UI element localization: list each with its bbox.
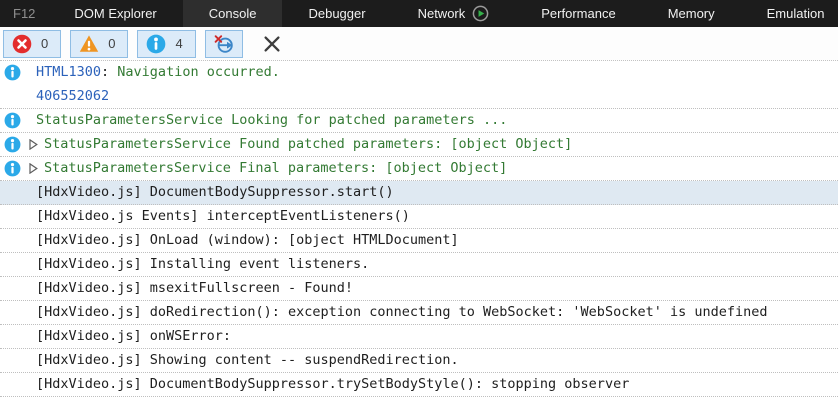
tab-network[interactable]: Network [392,0,516,27]
message-count: 0 [41,36,49,51]
console-message[interactable]: [HdxVideo.js] OnLoad (window): [object H… [0,229,838,253]
tab-label: Performance [541,6,616,21]
message-text: [HdxVideo.js] onWSError: [36,328,232,344]
clear-on-navigate-icon [214,34,234,54]
console-message[interactable]: [HdxVideo.js] Installing event listeners… [0,253,838,277]
console-message[interactable]: [HdxVideo.js Events] interceptEventListe… [0,205,838,229]
tab-debugger[interactable]: Debugger [282,0,391,27]
tab-memory[interactable]: Memory [642,0,741,27]
info-icon [4,160,21,177]
console-message[interactable]: StatusParametersService Found patched pa… [0,133,838,157]
filter-errors-button[interactable]: 0 [3,29,62,58]
tab-emulation[interactable]: Emulation [741,0,838,27]
tab-performance[interactable]: Performance [515,0,641,27]
tab-label: Memory [667,6,715,21]
error-icon [12,34,32,54]
filter-warnings-button[interactable]: 0 [70,29,129,58]
message-text: Navigation occurred. [117,64,280,80]
message-text: [HdxVideo.js] doRedirection(): exception… [36,304,768,320]
message-text: [HdxVideo.js Events] interceptEventListe… [36,208,410,224]
console-message[interactable]: 406552062 [0,85,838,109]
message-text: [HdxVideo.js] DocumentBodySuppressor.sta… [36,184,394,200]
clear-on-navigate-button[interactable] [204,29,243,58]
tab-console[interactable]: Console [182,0,283,27]
console-message[interactable]: StatusParametersService Looking for patc… [0,109,838,133]
info-icon [4,64,21,81]
message-text: [HdxVideo.js] DocumentBodySuppressor.try… [36,376,630,392]
tab-label: Console [208,6,257,21]
tab-dom-explorer[interactable]: DOM Explorer [48,0,182,27]
message-text: StatusParametersService Looking for patc… [36,112,508,128]
info-icon [4,112,21,129]
message-text: [HdxVideo.js] Showing content -- suspend… [36,352,459,368]
message-text: HTML1300 [36,64,102,80]
message-count: 0 [108,36,116,51]
console-message[interactable]: HTML1300: Navigation occurred. [0,61,838,85]
message-text: [HdxVideo.js] msexitFullscreen - Found! [36,280,353,296]
console-message[interactable]: [HdxVideo.js] onWSError: [0,325,838,349]
message-text: 406552062 [36,88,110,104]
message-text: : [101,64,118,80]
tab-label: DOM Explorer [74,6,157,21]
console-message[interactable]: [HdxVideo.js] Showing content -- suspend… [0,349,838,373]
message-text: StatusParametersService Found patched pa… [44,136,573,152]
info-icon [4,136,21,153]
tab-f12[interactable]: F12 [0,0,48,27]
tab-label: Debugger [308,6,366,21]
message-text: [HdxVideo.js] OnLoad (window): [object H… [36,232,459,248]
console-toolbar: 0 0 4 [0,27,838,61]
console-message[interactable]: [HdxVideo.js] doRedirection(): exception… [0,301,838,325]
info-icon [146,34,166,54]
clear-console-button[interactable] [255,30,289,58]
console-message[interactable]: [HdxVideo.js] DocumentBodySuppressor.try… [0,373,838,397]
devtools-tab-bar: F12 DOM Explorer Console Debugger Network Per… [0,0,838,27]
tab-label: Network [417,6,466,21]
clear-icon [262,34,282,54]
filter-info-button[interactable]: 4 [137,29,196,58]
message-text: StatusParametersService Final parameters… [44,160,508,176]
tab-label: F12 [13,6,36,21]
console-message[interactable]: StatusParametersService Final parameters… [0,157,838,181]
profiling-play-icon [472,5,489,22]
warning-icon [79,34,99,54]
console-message[interactable]: [HdxVideo.js] DocumentBodySuppressor.sta… [0,181,838,205]
expand-triangle-icon[interactable] [29,163,38,174]
message-text: [HdxVideo.js] Installing event listeners… [36,256,370,272]
console-message[interactable]: [HdxVideo.js] msexitFullscreen - Found! [0,277,838,301]
message-count: 4 [175,36,183,51]
expand-triangle-icon[interactable] [29,139,38,150]
tab-label: Emulation [766,6,825,21]
